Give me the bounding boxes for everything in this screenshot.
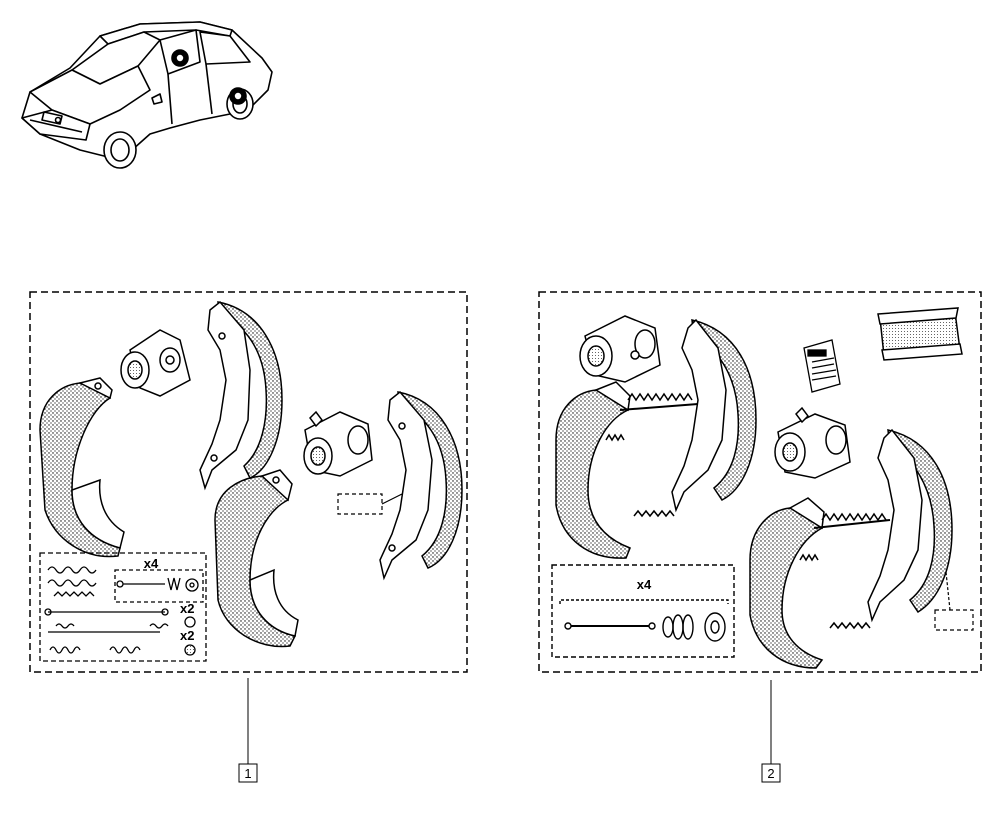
kit-2-hardware-set [551,564,735,658]
kit-2-instruction-leaflet [803,339,841,393]
kit-2-wheel-cylinder-right [774,406,851,479]
kit-2-callout-number: 2 [767,766,774,781]
kit-1-callout-number: 1 [244,766,251,781]
kit-2-frame [538,291,982,673]
kit-2-brake-shoe-assembly-right [749,428,953,669]
kit-2-spring-pins-multiplier: x4 [637,577,652,592]
kit-1-adjuster-springs-multiplier: x2 [180,601,194,616]
kit-1-wheel-cylinder-right [303,410,373,477]
kit-1-sensor-detail-box [337,493,383,515]
kit-1-brake-shoe-right [379,390,463,581]
kit-1-brake-shoe-lower [214,469,299,648]
kit-1-wheel-cylinder-top [120,329,191,397]
kit-1-washers-multiplier: x2 [180,628,194,643]
kit-2-sensor-detail-box [934,609,974,631]
car-illustration [21,21,273,169]
kit-1-callout-box [238,763,258,783]
kit-1-spring-pins-multiplier: x4 [144,556,159,571]
kit-1-frame [29,291,468,673]
kit-2-brake-shoe-assembly-left [555,318,757,559]
kit-2-grease-sachet [877,307,963,361]
kit-1-hardware-set [39,552,207,662]
kit-2-wheel-cylinder-top [579,315,661,383]
kit-1-brake-shoe-upper [199,300,283,491]
kit-1-brake-shoe-left [39,377,125,558]
kit-2-callout-box [761,763,781,783]
